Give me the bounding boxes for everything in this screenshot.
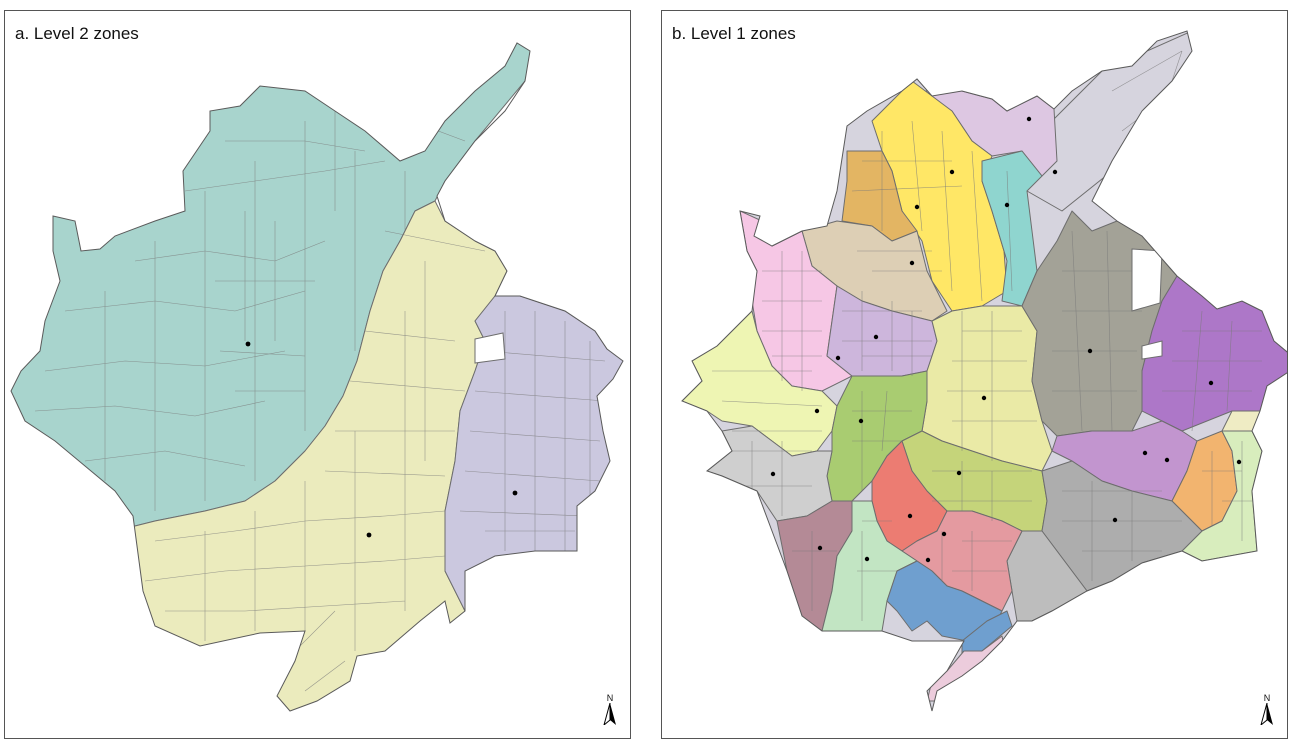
- centroid: [949, 169, 955, 175]
- level-2-zone-map: [10, 42, 624, 712]
- centroid-east: [512, 490, 518, 496]
- centroid: [1052, 169, 1058, 175]
- centroid: [981, 395, 987, 401]
- centroid: [956, 470, 962, 476]
- zone-boundary-network: [34, 110, 606, 692]
- zone-boundary-network: [712, 50, 1262, 621]
- enclave-hole: [1131, 248, 1163, 312]
- zone-grey-west: [706, 425, 833, 522]
- north-arrow: N: [602, 693, 618, 730]
- centroid-west: [245, 341, 251, 347]
- north-arrow-label: N: [1263, 693, 1271, 703]
- panel-a-title: a. Level 2 zones: [15, 24, 139, 43]
- centroid: [941, 531, 947, 537]
- panel-level-2-zones: a. Level 2 zones N: [4, 10, 631, 739]
- centroid: [1087, 348, 1093, 354]
- centroid: [1236, 459, 1242, 465]
- north-arrow-icon: [1260, 702, 1273, 727]
- north-arrow: N: [1259, 693, 1275, 730]
- centroid: [1112, 517, 1118, 523]
- panel-level-1-zones: b. Level 1 zones N: [661, 10, 1288, 739]
- centroid-central-south: [366, 532, 372, 538]
- panel-b-title: b. Level 1 zones: [672, 24, 796, 43]
- centroid: [873, 334, 879, 340]
- centroid: [858, 418, 864, 424]
- centroid: [907, 513, 913, 519]
- zone-centroids: [770, 116, 1242, 563]
- centroid: [909, 260, 915, 266]
- level-1-zone-map: [681, 30, 1287, 712]
- centroid: [814, 408, 820, 414]
- centroid: [770, 471, 776, 477]
- centroid: [1026, 116, 1032, 122]
- enclave-hole: [474, 332, 506, 364]
- centroid: [914, 204, 920, 210]
- north-arrow-label: N: [606, 693, 614, 703]
- centroid: [835, 355, 841, 361]
- centroid: [1164, 457, 1170, 463]
- centroid: [925, 557, 931, 563]
- enclave-hole-small: [1141, 340, 1163, 360]
- centroid: [1004, 202, 1010, 208]
- level-1-zone-set: [682, 31, 1287, 711]
- centroid: [817, 545, 823, 551]
- north-arrow-icon: [603, 702, 616, 727]
- centroid: [864, 556, 870, 562]
- centroid: [1208, 380, 1214, 386]
- centroid: [1142, 450, 1148, 456]
- zone-violet: [1141, 275, 1287, 432]
